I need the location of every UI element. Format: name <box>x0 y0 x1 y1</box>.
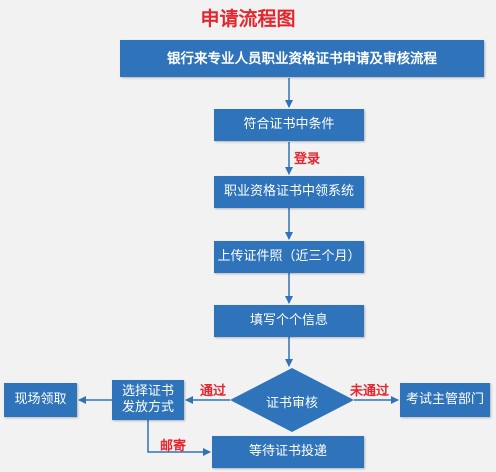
node-review-label: 证书审核 <box>265 396 318 411</box>
node-onsite-pickup: 现场领取 <box>4 383 77 417</box>
node-fill-info: 填写个个信息 <box>214 305 364 337</box>
edge-label-mail: 邮寄 <box>160 439 187 454</box>
edge-label-pass: 通过 <box>200 384 227 399</box>
node-exam-dept: 考试主管部门 <box>400 383 490 417</box>
node-system: 职业资格证书中领系统 <box>214 176 364 208</box>
review-diamond <box>230 368 354 432</box>
node-upload-photo: 上传证件照（近三个月） <box>214 241 364 273</box>
edge-label-fail: 未通过 <box>350 384 390 399</box>
node-choose-method-label: 选择证书 发放方式 <box>121 384 174 415</box>
node-main-process: 银行来专业人员职业资格证书申请及审核流程 <box>120 40 484 77</box>
edge-label-login: 登录 <box>294 152 321 167</box>
diagram-title: 申请流程图 <box>200 8 296 30</box>
arrow-choose-to-wait <box>147 418 211 456</box>
node-conditions: 符合证书中条件 <box>214 109 364 141</box>
node-choose-method: 选择证书 发放方式 <box>112 380 184 420</box>
node-wait-mail: 等待证书投递 <box>212 436 364 468</box>
